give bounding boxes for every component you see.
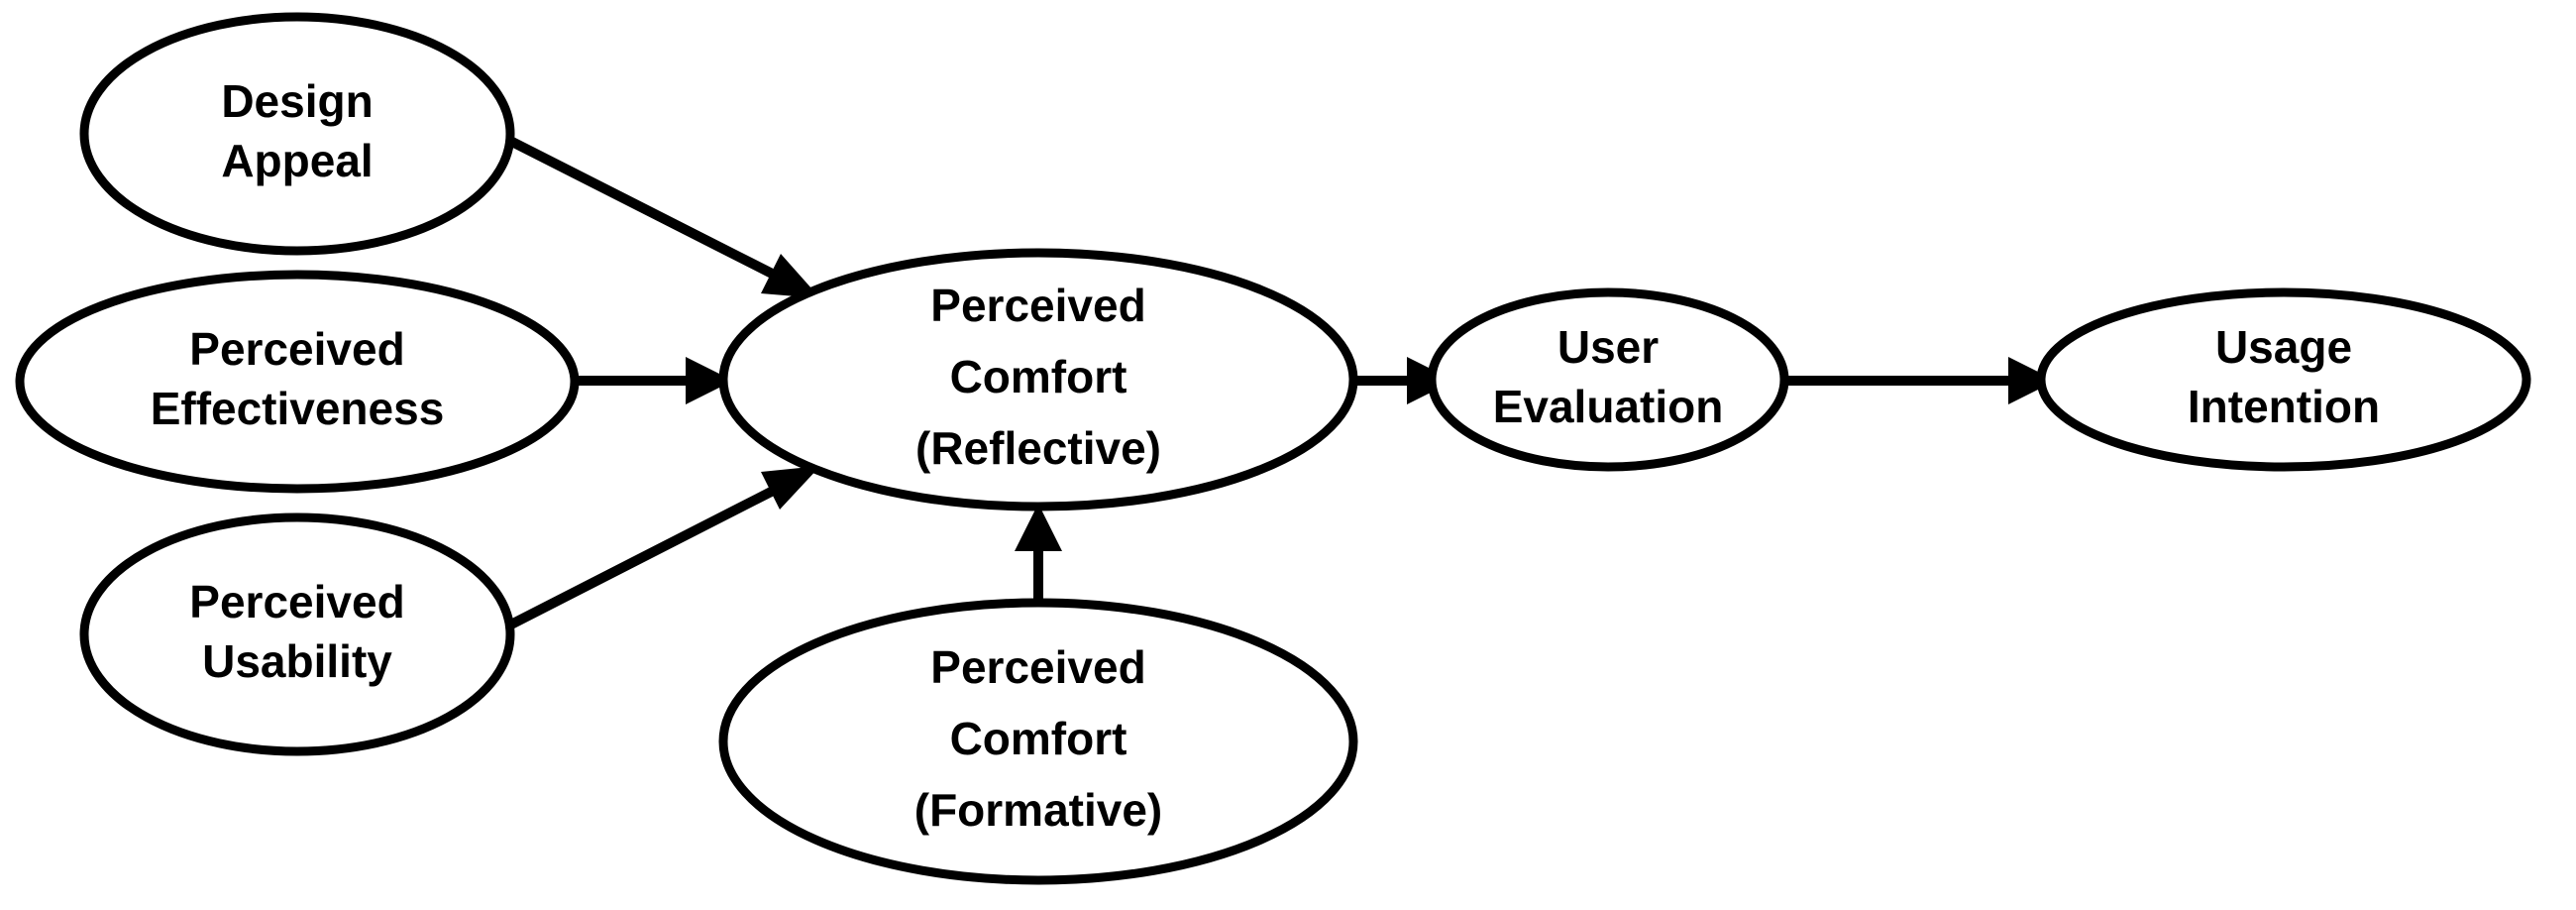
edge-perceived-comfort-formative-to-perceived-comfort-reflective — [1015, 504, 1062, 604]
node-label-line-2: Effectiveness — [151, 383, 445, 434]
arrowhead-icon — [2008, 357, 2056, 404]
node-label-line-1: Design — [221, 75, 373, 127]
node-label-line-2: Intention — [2188, 381, 2380, 432]
node-perceived-comfort-reflective[interactable]: Perceived Comfort (Reflective) — [718, 248, 1358, 512]
node-user-evaluation[interactable]: User Evaluation — [1427, 287, 1789, 472]
node-shape-ellipse — [718, 248, 1358, 512]
node-label-line-2: Evaluation — [1493, 381, 1724, 432]
node-shape-ellipse — [2036, 287, 2531, 472]
node-label-line-2: Comfort — [950, 713, 1127, 764]
node-shape-ellipse — [718, 598, 1358, 885]
node-label-line-2: Appeal — [221, 135, 373, 186]
arrowhead-icon — [686, 357, 733, 404]
node-label-line-2: Usability — [202, 635, 392, 687]
node-shape-ellipse — [1427, 287, 1789, 472]
node-perceived-usability[interactable]: Perceived Usability — [79, 512, 515, 756]
edge-line — [500, 480, 788, 633]
node-design-appeal[interactable]: Design Appeal — [79, 12, 515, 256]
node-perceived-effectiveness[interactable]: Perceived Effectiveness — [15, 270, 580, 494]
edge-perceived-effectiveness-to-perceived-comfort-reflective — [573, 357, 733, 404]
node-label-line-2: Comfort — [950, 351, 1127, 402]
node-label-line-1: Perceived — [189, 323, 404, 375]
arrowhead-icon — [761, 466, 820, 510]
node-shape-ellipse — [79, 12, 515, 256]
node-label-line-1: Perceived — [189, 576, 404, 627]
edge-line — [495, 130, 789, 285]
node-usage-intention[interactable]: Usage Intention — [2036, 287, 2531, 472]
node-label-line-1: Perceived — [930, 280, 1145, 331]
edge-design-appeal-to-perceived-comfort-reflective — [495, 130, 820, 298]
node-shape-ellipse — [15, 270, 580, 494]
arrowhead-icon — [761, 254, 820, 298]
edge-perceived-usability-to-perceived-comfort-reflective — [500, 466, 820, 633]
node-label-line-1: Perceived — [930, 641, 1145, 693]
arrowhead-icon — [1015, 504, 1062, 551]
edge-user-evaluation-to-usage-intention — [1780, 357, 2056, 404]
node-shape-ellipse — [79, 512, 515, 756]
node-perceived-comfort-formative[interactable]: Perceived Comfort (Formative) — [718, 598, 1358, 885]
node-label-line-3: (Reflective) — [915, 422, 1161, 474]
node-label-line-1: User — [1557, 321, 1659, 373]
node-label-line-1: Usage — [2215, 321, 2352, 373]
node-label-line-3: (Formative) — [914, 784, 1162, 836]
